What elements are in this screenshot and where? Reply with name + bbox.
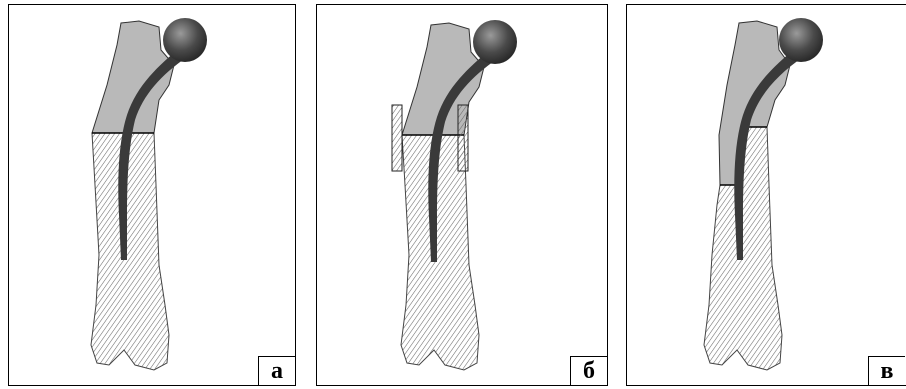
graft-block-left <box>392 105 402 171</box>
prosthesis-head <box>779 18 823 62</box>
femur-prosthesis-illustration-b <box>317 5 608 386</box>
femur-prosthesis-illustration-c <box>627 5 906 386</box>
panel-label-a: а <box>258 356 295 385</box>
graft-block-right <box>458 105 468 171</box>
prosthesis-head <box>163 18 207 62</box>
femur-shaft <box>91 133 169 370</box>
panel-b: б <box>316 4 608 386</box>
panel-label-c: в <box>868 356 905 385</box>
panel-a: а <box>8 4 296 386</box>
prosthesis-head <box>473 20 517 64</box>
panel-c: в <box>626 4 906 386</box>
femur-prosthesis-illustration-a <box>9 5 296 386</box>
panel-label-b: б <box>570 356 607 385</box>
